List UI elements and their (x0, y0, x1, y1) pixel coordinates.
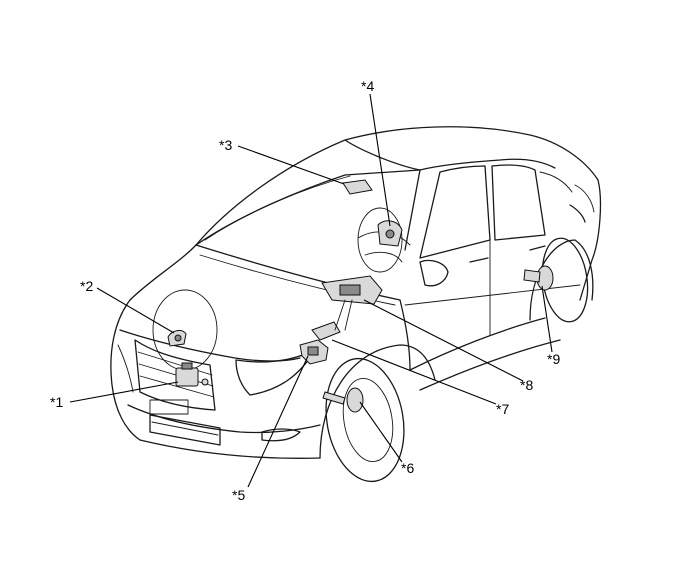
callout-3: *3 (219, 137, 232, 153)
leader-9 (541, 285, 553, 353)
leader-2 (96, 287, 175, 334)
component-4 (377, 220, 403, 247)
component-1 (175, 362, 209, 387)
leader-7 (331, 339, 497, 405)
callout-5: *5 (232, 487, 245, 503)
leader-6 (359, 401, 403, 463)
callout-9: *9 (547, 351, 560, 367)
leader-4 (369, 93, 391, 227)
callout-2: *2 (80, 278, 93, 294)
leader-5 (247, 355, 309, 488)
component-9 (523, 265, 554, 291)
callout-4: *4 (361, 78, 374, 94)
callout-labels: *1 *2 *3 *4 *5 *6 *7 *8 *9 (50, 78, 560, 503)
callout-7: *7 (496, 401, 509, 417)
leader-8 (363, 299, 524, 382)
leader-1 (69, 381, 179, 403)
callout-6: *6 (401, 460, 414, 476)
leader-3 (237, 145, 345, 185)
component-5 (299, 339, 329, 365)
component-8 (321, 275, 383, 331)
component-6 (322, 387, 364, 413)
leader-lines (69, 93, 553, 488)
component-3 (342, 179, 373, 195)
callout-1: *1 (50, 394, 63, 410)
component-7 (311, 321, 341, 341)
callout-8: *8 (520, 377, 533, 393)
component-2 (167, 329, 187, 347)
